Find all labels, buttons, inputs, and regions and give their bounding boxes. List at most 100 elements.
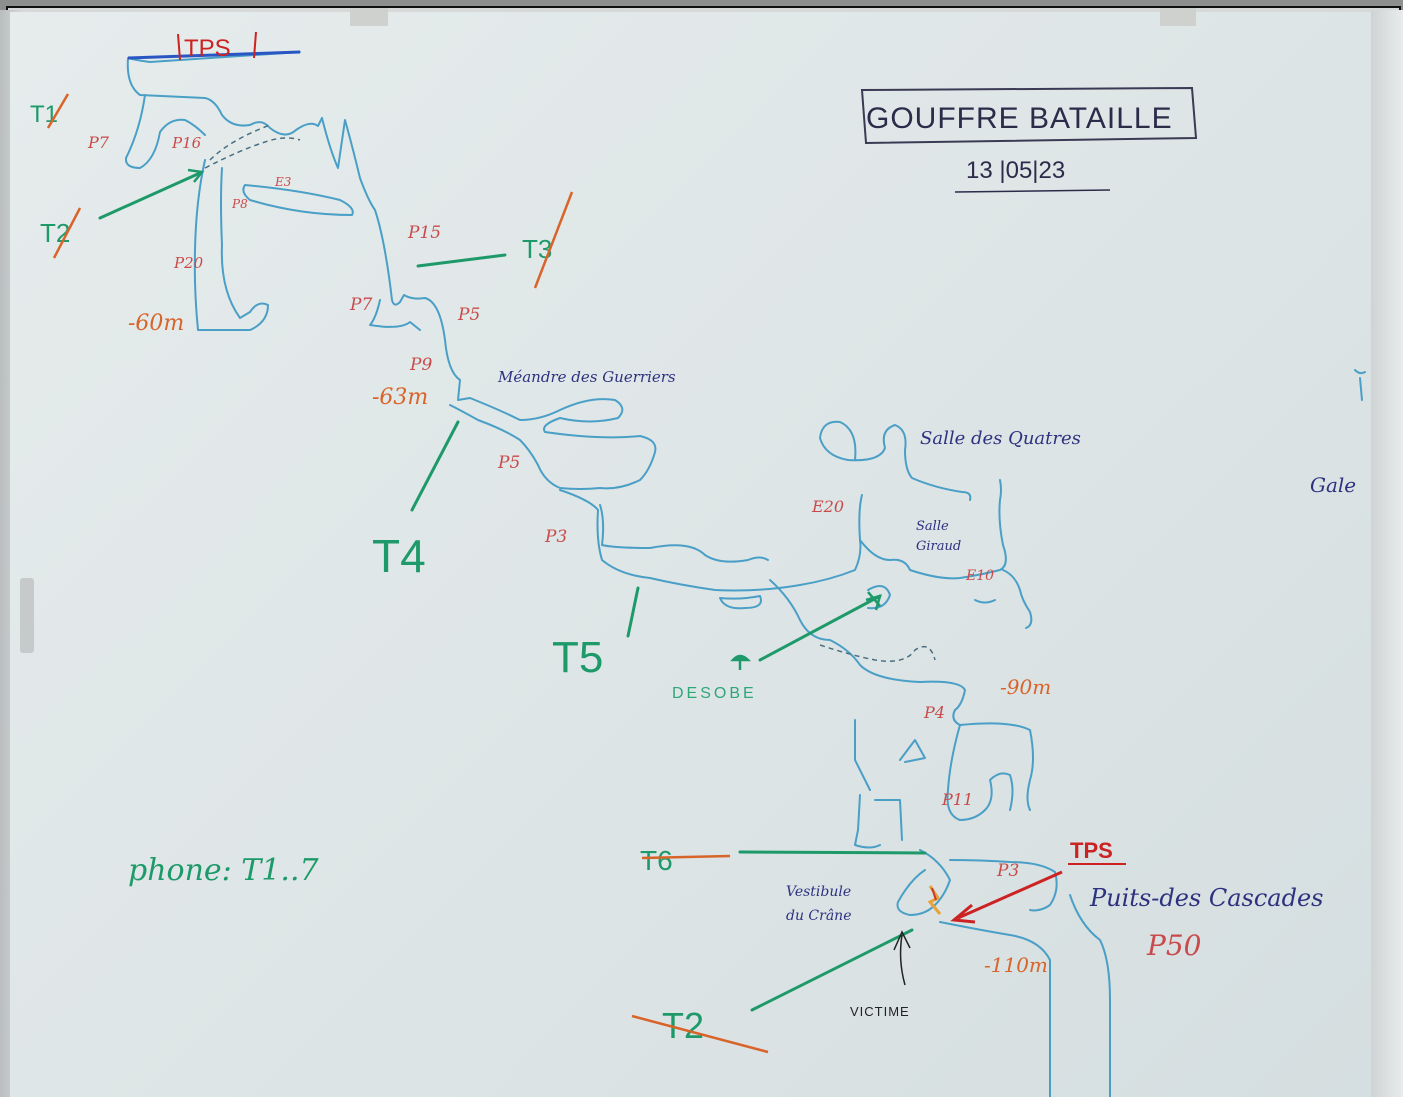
board-clip [20, 578, 34, 653]
lightning-icon-inner [931, 887, 937, 901]
team-line-t3 [416, 253, 507, 268]
title-box [860, 86, 1198, 145]
passage-right-edge [1354, 369, 1366, 401]
label-galerie: Gale [1310, 473, 1356, 497]
pitch-p50: P50 [1146, 929, 1201, 962]
dashed-passages [204, 124, 936, 662]
pitch-p3-b: P3 [996, 861, 1019, 881]
arrow-tps [957, 870, 1063, 920]
arrow-head-desobe [865, 591, 882, 611]
arrow-head-t2 [187, 168, 205, 183]
dashed-passage [209, 124, 271, 161]
passage-vestibule [896, 849, 951, 916]
pitch-e20: E20 [811, 497, 844, 516]
team-line-t2-bottom [750, 928, 914, 1012]
phone-label: phone: T1..7 [128, 853, 319, 888]
passage-main-shaft [321, 117, 657, 490]
pitch-p9: P9 [409, 355, 432, 375]
pitch-labels: P7 P16 P8 E3 P20 P15 P7 P5 P9 P5 P3 E20 … [87, 133, 1201, 962]
label-salle-quatres: Salle des Quatres [920, 428, 1081, 449]
pitch-p7-top: P7 [87, 133, 110, 152]
team-line-t6 [738, 850, 927, 855]
strike-t2-top [52, 207, 82, 259]
cave-passages [124, 51, 1366, 1097]
pitch-p7-mid: P7 [349, 295, 372, 315]
label-vestibule-2: du Crâne [786, 908, 851, 924]
passage-e3-chamber [242, 184, 354, 216]
dashed-passage [819, 644, 936, 662]
pitch-p8: P8 [231, 197, 248, 211]
team-labels: T1 T2 T3 T4 T5 T6 T2 phone: T1..7 [30, 101, 704, 1046]
depth-60: -60m [128, 311, 184, 336]
passage-salle-quatres [819, 420, 972, 501]
pitch-e10: E10 [965, 568, 994, 584]
passage-giraud [859, 479, 1007, 580]
team-line-t2-top [98, 171, 202, 220]
depth-90: -90m [1000, 675, 1051, 699]
label-meandre: Méandre des Guerriers [497, 368, 676, 386]
passage-p16-shaft [193, 159, 269, 331]
team-line-t5 [626, 586, 640, 638]
arrow-head-tps [950, 903, 976, 924]
team-t3: T3 [522, 234, 552, 264]
passage-lower-branches [769, 579, 1034, 811]
board-edge-right [1371, 10, 1403, 1097]
passage-to-puits [949, 859, 1058, 912]
page-title: GOUFFRE BATAILLE [866, 102, 1173, 135]
team-t4: T4 [372, 530, 426, 582]
desobe-icon [730, 654, 752, 670]
depth-labels: -60m -63m -90m -110m [128, 311, 1051, 977]
label-vestibule-1: Vestibule [786, 884, 851, 900]
passage-p7b [369, 299, 421, 331]
tps-top-underline [127, 50, 301, 60]
victime-label: VICTIME [850, 1004, 910, 1019]
pitch-p16: P16 [171, 134, 202, 152]
passage-upper-loop [599, 504, 769, 563]
strike-t6 [641, 854, 731, 860]
passage-e10 [1002, 569, 1033, 629]
strike-throughs [46, 93, 769, 1054]
board-clip [350, 8, 388, 26]
passage-p4-p11 [946, 724, 1014, 821]
tps-top-bar-left [177, 33, 181, 61]
label-salle-giraud-2: Giraud [916, 539, 961, 554]
pitch-p11: P11 [941, 790, 973, 809]
team-t2-top: T2 [40, 218, 70, 248]
passage-puits-shaft [939, 894, 1111, 1097]
team-t5: T5 [552, 633, 603, 682]
passage-meandre [559, 489, 863, 592]
arrow-victime [893, 930, 911, 986]
pitch-p5-a: P5 [457, 305, 480, 325]
strike-t2-bottom [631, 1014, 769, 1054]
pitch-e3: E3 [274, 175, 292, 189]
place-labels: Méandre des Guerriers Salle des Quatres … [497, 368, 1356, 924]
team-t6: T6 [640, 845, 673, 876]
depth-63: -63m [372, 385, 428, 410]
date-label: 13 |05|23 [966, 157, 1065, 184]
pitch-p5-b: P5 [497, 453, 520, 473]
strike-t3 [533, 191, 574, 289]
passage-small-1 [719, 595, 762, 610]
pitch-p20: P20 [173, 254, 204, 272]
team-lines [98, 171, 927, 1012]
tps-top-bar-right [253, 31, 257, 59]
pitch-p4: P4 [923, 703, 945, 722]
team-line-desobe [758, 594, 882, 662]
pitch-p15: P15 [407, 223, 441, 243]
date-underline [954, 189, 1111, 193]
whiteboard-surface [10, 12, 1372, 1097]
label-salle-giraud-1: Salle [916, 519, 949, 534]
tps-top-label: TPS [184, 35, 231, 62]
desobe-label: DESOBE [672, 685, 757, 702]
passage-p7-shaft [124, 94, 206, 169]
depth-110: -110m [984, 953, 1048, 977]
board-clip [1160, 8, 1196, 26]
pitch-p3-a: P3 [544, 527, 567, 547]
dashed-passage [204, 137, 301, 169]
passage-entrance [126, 51, 323, 136]
team-t1: T1 [30, 101, 58, 128]
passage-left-blocks [854, 719, 926, 849]
tps-bottom-label: TPS [1070, 838, 1113, 863]
label-puits: Puits-des Cascades [1089, 884, 1323, 912]
